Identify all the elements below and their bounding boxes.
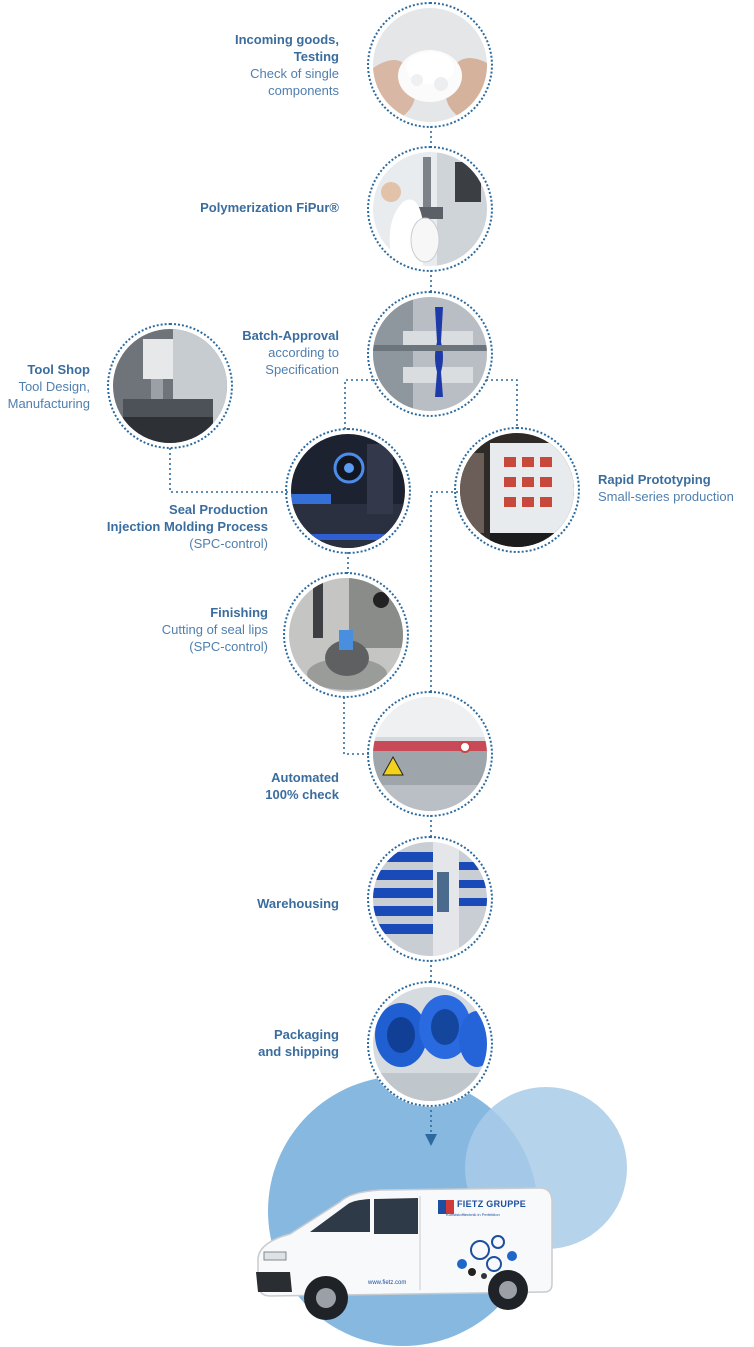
step-title: Seal Production Injection Molding Proces…	[106, 502, 268, 534]
cutting-station-photo	[289, 578, 403, 692]
blue-seals-photo	[373, 987, 487, 1101]
step-title: Packaging and shipping	[258, 1027, 339, 1059]
step-tool-shop[interactable]	[107, 323, 233, 449]
warehouse-shelves-photo	[373, 842, 487, 956]
label-toolshop: Tool Shop Tool Design, Manufacturing	[0, 361, 90, 412]
injection-molding-photo	[291, 434, 405, 548]
tensile-test-photo	[373, 297, 487, 411]
step-title: Finishing	[210, 605, 268, 620]
step-title: Tool Shop	[27, 362, 90, 377]
step-title: Warehousing	[257, 896, 339, 911]
van-brand: FIETZ GRUPPE	[457, 1199, 527, 1209]
connector-finishing-check	[343, 697, 372, 755]
label-batch: Batch-Approval according to Specificatio…	[99, 327, 339, 378]
step-automated-check[interactable]	[367, 691, 493, 817]
label-incoming: Incoming goods, Testing Check of single …	[99, 31, 339, 99]
step-finishing[interactable]	[283, 572, 409, 698]
van-tagline: Kunststofftechnik in Perfektion	[446, 1212, 500, 1217]
step-title: Rapid Prototyping	[598, 472, 711, 487]
connector-tool-seal	[169, 448, 288, 493]
label-polymerization: Polymerization FiPur®	[99, 199, 339, 216]
inspection-line-photo	[373, 697, 487, 811]
van-url: www.fietz.com	[368, 1280, 407, 1286]
step-title: Batch-Approval	[242, 328, 339, 343]
label-check: Automated 100% check	[99, 769, 339, 803]
label-rapid: Rapid Prototyping Small-series productio…	[598, 471, 754, 505]
step-title: Polymerization FiPur®	[200, 200, 339, 215]
step-incoming[interactable]	[367, 2, 493, 128]
step-subtitle: Tool Design, Manufacturing	[7, 379, 90, 411]
step-subtitle: Check of single components	[250, 66, 339, 98]
step-rapid-prototyping[interactable]	[454, 427, 580, 553]
connector-batch-rapid	[486, 379, 518, 428]
step-title: Incoming goods, Testing	[235, 32, 339, 64]
step-batch-approval[interactable]	[367, 291, 493, 417]
step-packaging[interactable]	[367, 981, 493, 1107]
rapid-prototype-photo	[460, 433, 574, 547]
step-subtitle: according to Specification	[265, 345, 339, 377]
step-warehousing[interactable]	[367, 836, 493, 962]
step-polymerization[interactable]	[367, 146, 493, 272]
step-title: Automated 100% check	[265, 770, 339, 802]
connector-rapid-check	[430, 491, 458, 693]
label-seal: Seal Production Injection Molding Proces…	[28, 501, 268, 552]
cnc-machine-photo	[113, 329, 227, 443]
label-packaging: Packaging and shipping	[99, 1026, 339, 1060]
step-subtitle: Small-series production	[598, 489, 734, 504]
label-finishing: Finishing Cutting of seal lips (SPC-cont…	[28, 604, 268, 655]
step-subtitle: Cutting of seal lips (SPC-control)	[161, 622, 268, 654]
label-warehouse: Warehousing	[99, 895, 339, 912]
powder-hands-photo	[373, 8, 487, 122]
arrow-down-icon	[425, 1134, 437, 1146]
connector-batch-seal	[344, 379, 378, 430]
lab-reactor-photo	[373, 152, 487, 266]
step-seal-production[interactable]	[285, 428, 411, 554]
step-subtitle: (SPC-control)	[189, 536, 268, 551]
delivery-van-photo: FIETZ GRUPPE Kunststofftechnik in Perfek…	[250, 1172, 560, 1332]
